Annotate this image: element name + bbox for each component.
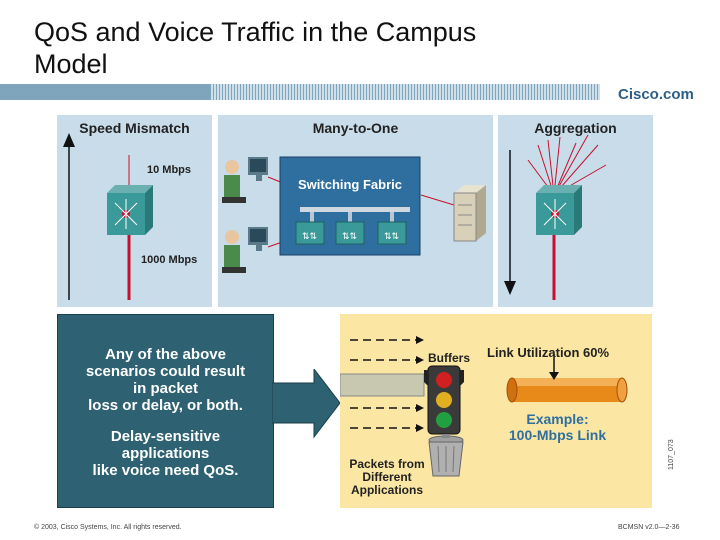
fabric-switch-icon-1: ⇅⇅	[295, 221, 325, 245]
summary-line5: Delay-sensitive	[110, 428, 221, 445]
brand-link[interactable]: Cisco.com	[618, 86, 694, 103]
link-pipe-icon	[506, 377, 628, 403]
svg-text:⇅⇅: ⇅⇅	[302, 232, 318, 242]
user-workstation-icon-2	[222, 227, 268, 273]
summary-line2: scenarios could result	[85, 363, 246, 380]
aggregation-switch-icon	[536, 185, 582, 235]
summary-line6: applications	[121, 445, 210, 462]
slide-title: QoS and Voice Traffic in the Campus Mode…	[34, 16, 634, 80]
down-arrow-head	[504, 281, 516, 295]
summary-box: Any of the above scenarios could result …	[57, 314, 274, 508]
traffic-light-icon	[424, 365, 464, 435]
svg-text:⇅⇅: ⇅⇅	[342, 232, 358, 242]
packets-line1: Packets from	[349, 457, 425, 471]
example-line1: Example:	[526, 411, 589, 427]
up-arrow-head	[63, 133, 75, 147]
example-box	[340, 314, 652, 508]
many-to-one-title: Many-to-One	[312, 120, 399, 136]
packets-line2: Different	[362, 470, 412, 484]
packets-line3: Applications	[350, 483, 423, 497]
trash-can-icon	[428, 434, 464, 477]
example-line2: 100-Mbps Link	[508, 427, 607, 443]
copyright-text: © 2003, Cisco Systems, Inc. All rights r…	[34, 524, 182, 531]
header-band-pattern	[210, 84, 600, 100]
router-switch-icon	[107, 185, 153, 235]
example-graphic	[340, 336, 628, 477]
summary-line7: like voice need QoS.	[92, 462, 239, 479]
aggregation-graphic	[504, 134, 607, 300]
header-band	[0, 84, 720, 100]
course-code: BCMSN v2.0—2-36	[618, 524, 680, 531]
right-arrow-icon	[272, 369, 341, 439]
summary-line3: in packet	[132, 380, 199, 397]
header-band-end	[600, 84, 720, 100]
fabric-switch-icon-2: ⇅⇅	[335, 221, 365, 245]
bottom-speed-label: 1000 Mbps	[141, 254, 198, 266]
svg-text:⇅⇅: ⇅⇅	[384, 232, 400, 242]
example-label: Example: 100-Mbps Link	[490, 411, 625, 443]
speed-mismatch-graphic	[63, 133, 153, 300]
fabric-switch-icon-3: ⇅⇅	[377, 221, 407, 245]
summary-line4: loss or delay, or both.	[88, 397, 243, 414]
packets-label: Packets from Different Applications	[342, 458, 432, 497]
figure-code: 1107_073	[668, 439, 675, 470]
slide-title-line2: Model	[34, 49, 108, 79]
summary-line1: Any of the above	[105, 346, 226, 363]
top-speed-label: 10 Mbps	[147, 164, 192, 176]
user-workstation-icon-1	[222, 157, 268, 203]
link-utilization-label: Link Utilization 60%	[487, 345, 610, 360]
aggregation-title: Aggregation	[534, 120, 617, 136]
many-to-one-graphic: ⇅⇅ ⇅⇅ ⇅⇅	[222, 156, 486, 273]
buffers-label: Buffers	[428, 351, 471, 365]
switching-fabric-label: Switching Fabric	[297, 177, 402, 192]
server-icon	[453, 185, 486, 242]
slide-title-line1: QoS and Voice Traffic in the Campus	[34, 17, 477, 47]
speed-mismatch-title: Speed Mismatch	[79, 120, 190, 136]
